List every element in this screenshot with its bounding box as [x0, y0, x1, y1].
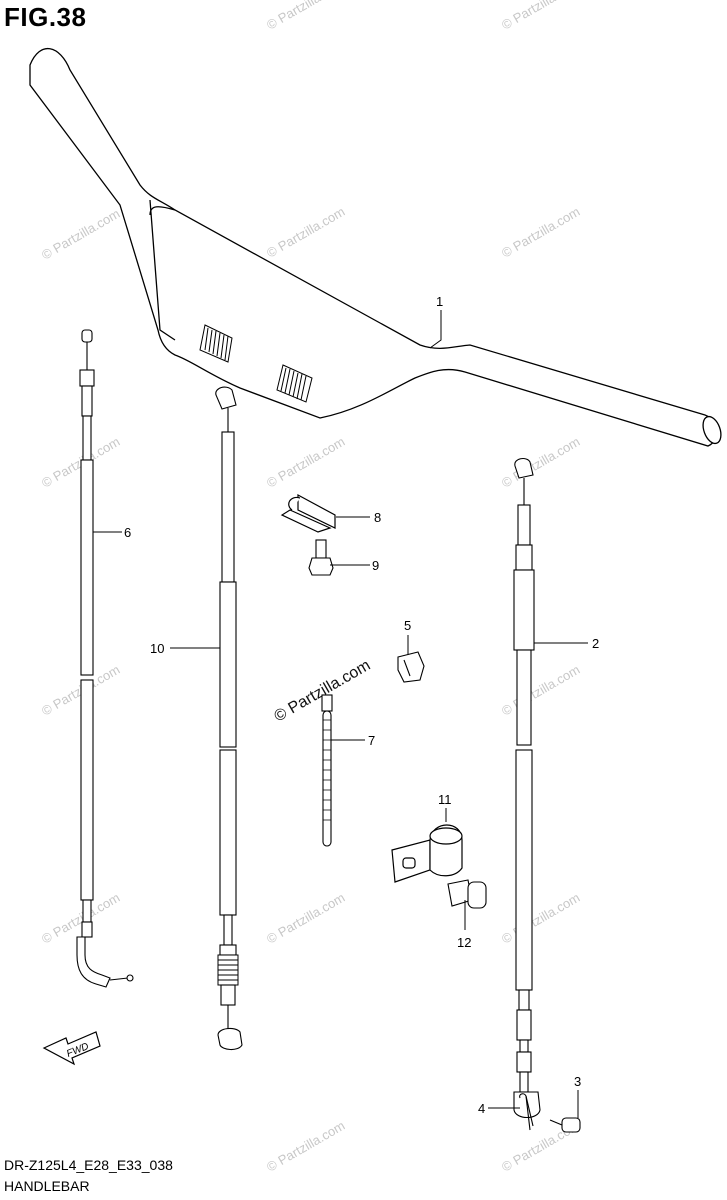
watermark: © Partzilla.com — [264, 0, 347, 33]
watermark: © Partzilla.com — [499, 890, 582, 947]
callout-8: 8 — [374, 510, 381, 525]
callout-numbers: 1 6 10 8 9 5 7 11 12 2 3 4 — [124, 294, 599, 1116]
figure-title: FIG.38 — [4, 2, 87, 32]
watermark: © Partzilla.com — [499, 0, 582, 33]
watermark: © Partzilla.com — [264, 204, 347, 261]
callout-7: 7 — [368, 733, 375, 748]
callout-1: 1 — [436, 294, 443, 309]
pin-bolt-part — [549, 1117, 581, 1133]
callout-3: 3 — [574, 1074, 581, 1089]
callout-6: 6 — [124, 525, 131, 540]
cable-10-part — [215, 386, 243, 1051]
callout-11: 11 — [438, 792, 452, 807]
watermark: © Partzilla.com — [39, 206, 122, 263]
clutch-cable-part — [513, 457, 541, 1119]
callout-9: 9 — [372, 558, 379, 573]
knurl-band — [199, 324, 313, 403]
model-code: DR-Z125L4_E28_E33_038 — [4, 1157, 173, 1173]
callout-2: 2 — [592, 636, 599, 651]
throttle-cable-part — [76, 329, 134, 988]
clamp-11-part — [391, 824, 463, 883]
diagram-caption: HANDLEBAR — [4, 1178, 90, 1194]
callout-10: 10 — [150, 641, 164, 656]
cable-tie-part — [321, 694, 333, 847]
forward-arrow-icon: FWD — [42, 1031, 101, 1066]
cable-guide-part — [280, 493, 336, 533]
bolt-12-part — [447, 879, 487, 909]
leader-lines — [93, 310, 588, 1118]
handlebar-part — [29, 47, 722, 447]
watermark-center: © Partzilla.com — [272, 657, 374, 726]
callout-5: 5 — [404, 618, 411, 633]
clip-5-part — [397, 651, 425, 683]
bolt-9-part — [308, 539, 334, 576]
watermark: © Partzilla.com — [499, 204, 582, 261]
watermark: © Partzilla.com — [499, 434, 582, 491]
cotter-pin-part — [519, 1093, 534, 1131]
watermark: © Partzilla.com — [264, 434, 347, 491]
watermark: © Partzilla.com — [264, 1118, 347, 1175]
watermark: © Partzilla.com — [264, 890, 347, 947]
callout-4: 4 — [478, 1101, 485, 1116]
callout-12: 12 — [457, 935, 471, 950]
watermark: © Partzilla.com — [499, 662, 582, 719]
